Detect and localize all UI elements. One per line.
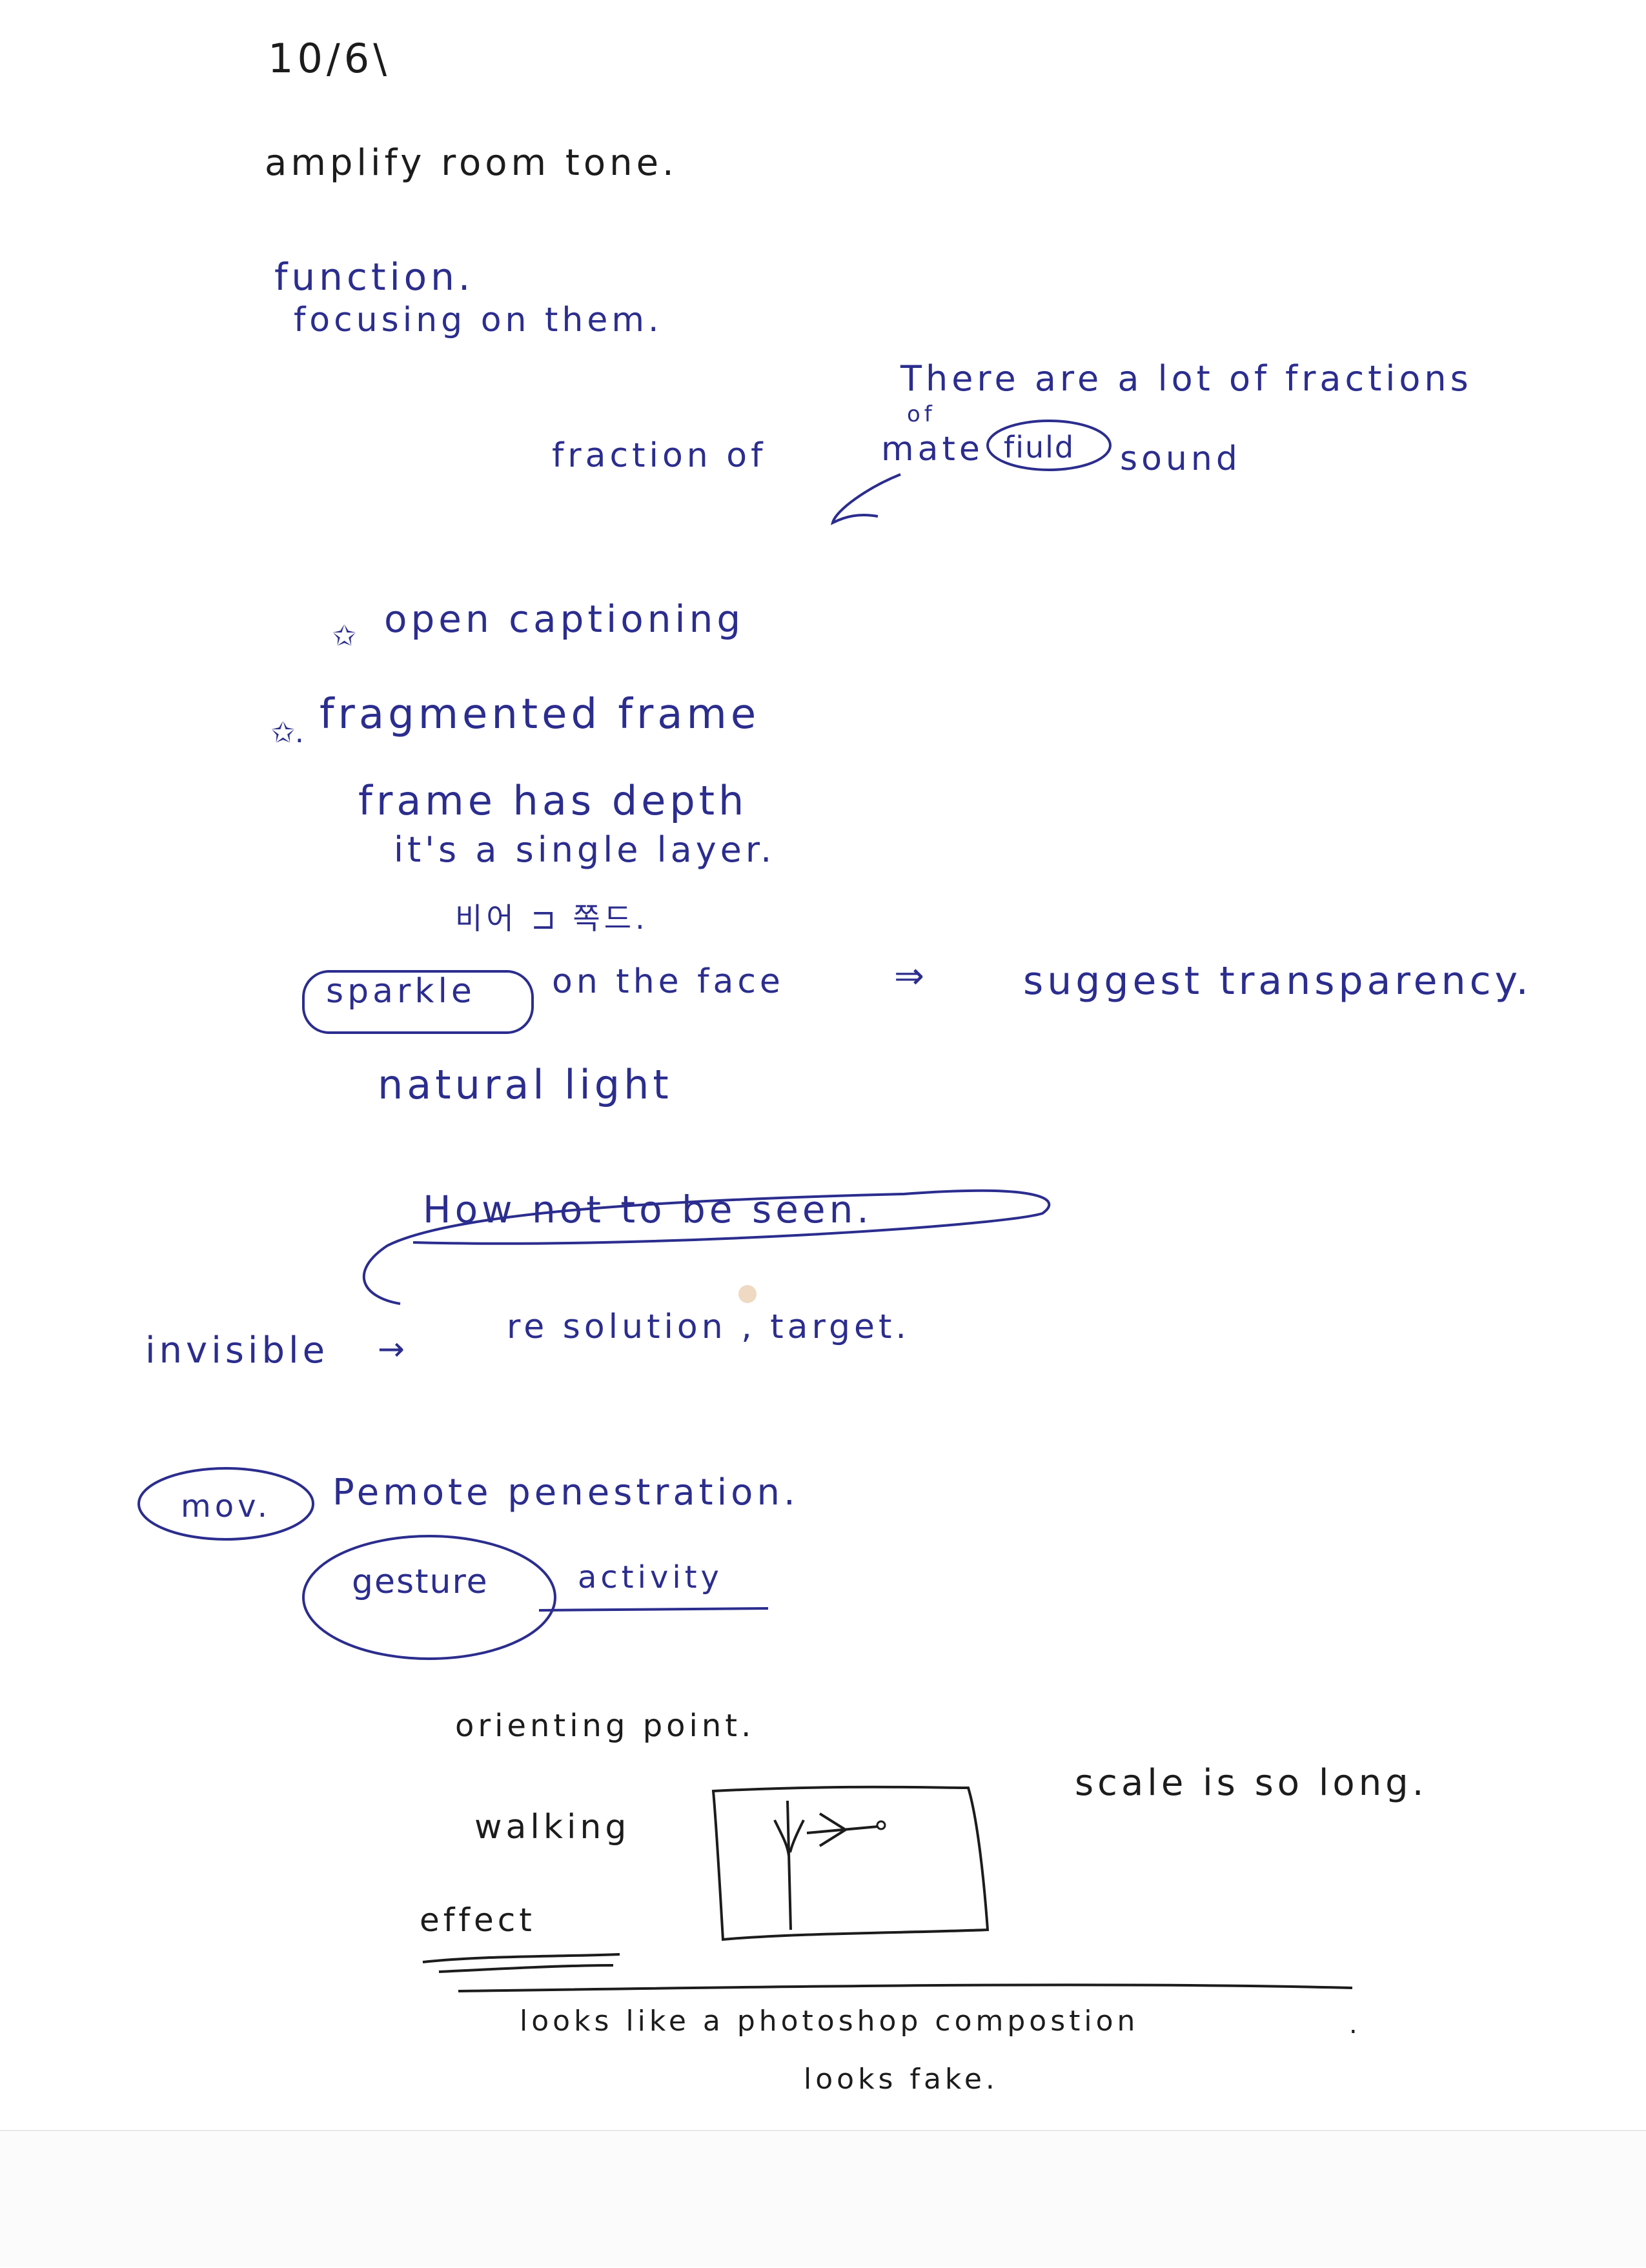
note-mov-circled: mov.: [181, 1488, 272, 1524]
note-fragmented-frame: fragmented frame: [320, 691, 760, 738]
note-fractions-sentence: There are a lot of fractions: [900, 358, 1472, 399]
scanner-background: [0, 2130, 1646, 2267]
note-focusing: focusing on them.: [294, 301, 663, 339]
note-photoshop-composition: looks like a photoshop compostion: [520, 2005, 1139, 2038]
note-amplify: amplify room tone.: [265, 142, 678, 184]
note-korean: 비어 ⊐ 쪽드.: [455, 901, 649, 936]
note-walking: walking: [474, 1808, 631, 1847]
note-gesture-circled: gesture: [352, 1563, 489, 1601]
note-remote-penetration: Pemote penestration.: [332, 1472, 799, 1514]
note-suggest-transparency: suggest transparency.: [1023, 958, 1532, 1004]
note-sound: sound: [1120, 440, 1241, 478]
date-note: 10/6\: [268, 35, 391, 82]
note-frame-depth: frame has depth: [358, 777, 748, 824]
note-mate: mate: [881, 430, 984, 469]
note-orienting-point: orienting point.: [455, 1708, 755, 1744]
note-sparkle-circled: sparkle: [326, 972, 476, 1011]
note-fiuld-circled: fiuld: [1004, 430, 1075, 465]
note-arrow-double: ⇒: [894, 955, 928, 997]
note-effect: effect: [420, 1901, 536, 1939]
paper-page: [0, 0, 1646, 2130]
note-single-layer: it's a single layer.: [394, 829, 776, 870]
note-scale-long: scale is so long.: [1075, 1762, 1428, 1804]
note-function: function.: [274, 255, 474, 299]
note-activity: activity: [578, 1559, 723, 1595]
note-looks-fake: looks fake.: [804, 2063, 999, 2096]
note-resolution-target: re solution , target.: [507, 1308, 910, 1346]
note-of-small: of: [907, 401, 936, 427]
note-how-not-seen: How not to be seen.: [423, 1188, 873, 1231]
note-invisible: invisible: [145, 1330, 329, 1372]
note-natural-light: natural light: [378, 1061, 673, 1108]
note-arrow: →: [378, 1330, 409, 1368]
note-on-the-face: on the face: [552, 962, 784, 1001]
note-fraction-of: fraction of: [552, 436, 767, 475]
note-open-captioning: open captioning: [384, 597, 745, 641]
